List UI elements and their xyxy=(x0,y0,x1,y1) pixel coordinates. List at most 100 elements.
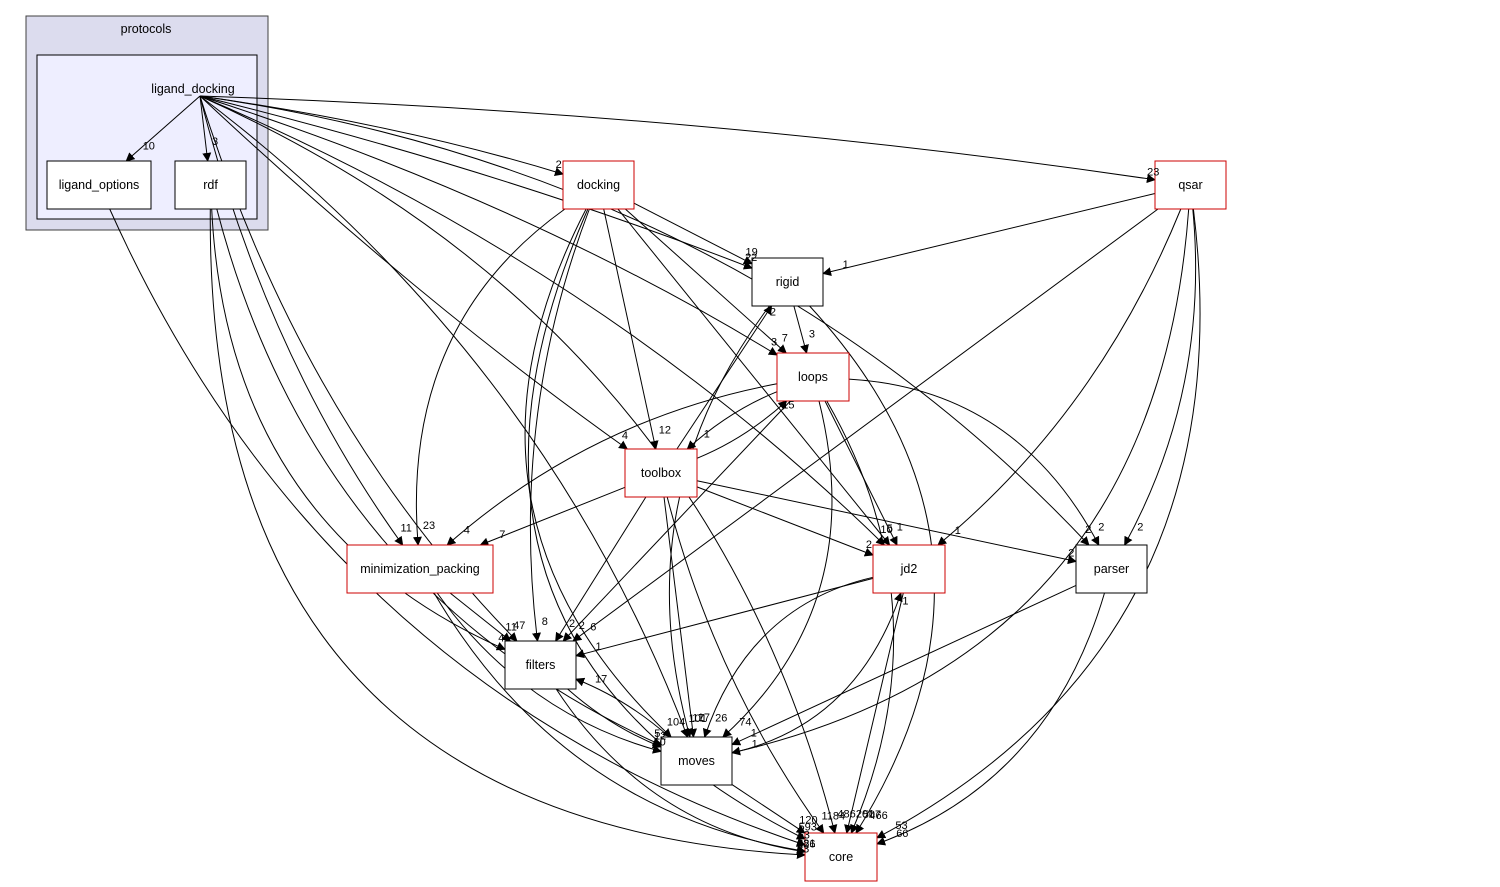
edge-ligand_options-to-core[interactable] xyxy=(109,208,806,847)
node-qsar[interactable]: qsar xyxy=(1154,160,1227,210)
node-jd2[interactable]: jd2 xyxy=(872,544,946,594)
edge-rigid-to-moves[interactable] xyxy=(668,305,770,738)
edge-label-jd2-to-core: 201 xyxy=(856,808,874,820)
edge-toolbox-to-rigid[interactable] xyxy=(676,305,773,450)
edge-label-jd2-to-filters: 1 xyxy=(596,641,602,653)
edge-label-toolbox-to-minimization_packing: 7 xyxy=(499,529,505,541)
node-core[interactable]: core xyxy=(804,832,878,882)
edge-toolbox-to-minimization_packing[interactable] xyxy=(479,486,626,547)
edge-docking-to-loops[interactable] xyxy=(624,208,787,354)
edge-ligand_docking-to-rigid[interactable] xyxy=(199,95,753,270)
edge-parser-to-moves[interactable] xyxy=(731,584,1077,746)
edge-label-toolbox-to-rigid: 2 xyxy=(770,307,776,319)
edge-docking-to-toolbox[interactable] xyxy=(603,208,659,450)
edge-label-toolbox-to-filters: 2 xyxy=(569,618,575,630)
node-parser[interactable]: parser xyxy=(1075,544,1148,594)
edge-moves-to-core[interactable] xyxy=(731,784,806,834)
edge-parser-to-core[interactable] xyxy=(876,592,1105,846)
edge-qsar-to-parser[interactable] xyxy=(1124,208,1197,546)
edge-moves-to-filters[interactable] xyxy=(575,677,670,738)
edge-qsar-to-rigid[interactable] xyxy=(822,193,1156,276)
edge-label-parser-to-moves: 1 xyxy=(751,728,757,740)
edge-label-moves-to-core: 120 xyxy=(799,814,817,826)
edge-loops-to-toolbox[interactable] xyxy=(686,391,778,450)
edge-ligand_docking-to-toolbox[interactable] xyxy=(199,95,629,450)
edge-ligand_docking-to-jd2[interactable] xyxy=(199,95,886,546)
edge-toolbox-to-filters[interactable] xyxy=(555,496,647,642)
node-box xyxy=(504,640,577,690)
edge-filters-to-moves[interactable] xyxy=(567,688,662,749)
node-docking[interactable]: docking xyxy=(562,160,635,210)
edge-jd2-to-filters[interactable] xyxy=(575,577,874,659)
edge-label-ligand_docking-to-rdf: 3 xyxy=(212,136,218,148)
edge-label-jd2-to-moves: 26 xyxy=(715,713,727,725)
node-box xyxy=(751,257,824,307)
edge-docking-to-jd2[interactable] xyxy=(617,208,891,546)
edge-label-filters-to-core: 226 xyxy=(797,839,815,851)
edge-label-docking-to-rigid: 19 xyxy=(746,246,758,258)
edge-loops-to-parser[interactable] xyxy=(848,378,1100,546)
edge-toolbox-to-moves[interactable] xyxy=(663,496,697,738)
edge-label-loops-to-toolbox: 1 xyxy=(704,429,710,441)
edge-qsar-to-jd2[interactable] xyxy=(937,208,1182,546)
edge-jd2-to-core[interactable] xyxy=(844,592,904,834)
edge-label-ligand_docking-to-docking: 2 xyxy=(556,159,562,171)
edge-label-ligand_docking-to-rigid: 22 xyxy=(745,252,757,264)
edge-rigid-to-loops[interactable] xyxy=(793,305,809,354)
edge-qsar-to-filters[interactable] xyxy=(572,208,1159,642)
node-rigid[interactable]: rigid xyxy=(751,257,824,307)
edge-qsar-to-moves[interactable] xyxy=(731,208,1190,756)
edge-ligand_docking-to-core[interactable] xyxy=(199,95,838,834)
edge-label-ligand_docking-to-jd2: 10 xyxy=(880,524,892,536)
edge-rdf-to-moves[interactable] xyxy=(216,208,662,746)
edge-jd2-to-moves[interactable] xyxy=(702,576,874,738)
edge-label-moves-to-filters: 17 xyxy=(595,673,607,685)
edge-loops-to-jd2[interactable] xyxy=(824,400,898,546)
edge-ligand_docking-to-qsar[interactable] xyxy=(199,95,1156,184)
edge-label-ligand_docking-to-toolbox: 4 xyxy=(622,430,628,442)
edge-moves-to-jd2[interactable] xyxy=(731,592,903,754)
edge-toolbox-to-core[interactable] xyxy=(666,496,825,834)
edge-ligand_docking-to-parser[interactable] xyxy=(199,95,1090,546)
edge-loops-to-minimization_packing[interactable] xyxy=(446,383,778,546)
node-loops[interactable]: loops xyxy=(776,352,850,402)
edge-qsar-to-core[interactable] xyxy=(876,208,1201,839)
node-rdf[interactable]: rdf xyxy=(174,160,247,210)
node-ligand-options[interactable]: ligand_options xyxy=(46,160,152,210)
edge-docking-to-filters[interactable] xyxy=(529,208,590,642)
edge-loops-to-core[interactable] xyxy=(826,400,895,834)
edge-loops-to-filters[interactable] xyxy=(562,400,791,642)
edge-ligand_docking-to-rdf[interactable] xyxy=(199,95,212,162)
edge-rdf-to-core[interactable] xyxy=(209,208,806,860)
edge-ligand_docking-to-loops[interactable] xyxy=(199,95,778,356)
edge-label-toolbox-to-core: 1184 xyxy=(822,811,846,823)
node-filters[interactable]: filters xyxy=(504,640,577,690)
edge-toolbox-to-jd2[interactable] xyxy=(696,486,874,557)
edge-toolbox-to-loops[interactable] xyxy=(696,400,788,459)
edge-label-qsar-to-filters: 6 xyxy=(590,622,596,634)
edge-docking-to-minimization_packing[interactable] xyxy=(412,208,566,546)
node-minimization-packing[interactable]: minimization_packing xyxy=(346,544,494,594)
node-box xyxy=(1154,160,1227,210)
edge-minimization_packing-to-moves[interactable] xyxy=(436,592,662,754)
node-toolbox[interactable]: toolbox xyxy=(624,448,698,498)
edge-docking-to-rigid[interactable] xyxy=(633,202,753,265)
edge-label-toolbox-to-jd2: 2 xyxy=(866,539,872,551)
edge-filters-to-core[interactable] xyxy=(555,688,806,855)
edge-minimization_packing-to-core[interactable] xyxy=(433,592,806,855)
edge-toolbox-to-parser[interactable] xyxy=(696,480,1077,565)
edge-label-rigid-to-core: 466 xyxy=(869,810,887,822)
edge-ligand_docking-to-moves[interactable] xyxy=(199,95,689,738)
edge-rdf-to-filters[interactable] xyxy=(211,208,506,651)
node-moves[interactable]: moves xyxy=(660,736,733,786)
node-box xyxy=(776,352,850,402)
edge-minimization_packing-to-filters[interactable] xyxy=(449,592,512,642)
edge-label-minimization_packing-to-moves: 10 xyxy=(654,737,666,749)
edge-ligand_docking-to-ligand_options[interactable] xyxy=(125,95,201,162)
edge-label-ligand_options-to-core: 53 xyxy=(798,830,810,842)
edge-loops-to-moves[interactable] xyxy=(722,400,833,738)
edge-label-docking-to-minimization_packing: 23 xyxy=(423,520,435,532)
edge-label-minimization_packing-to-filters: 11 xyxy=(505,621,516,633)
node-box xyxy=(872,544,946,594)
